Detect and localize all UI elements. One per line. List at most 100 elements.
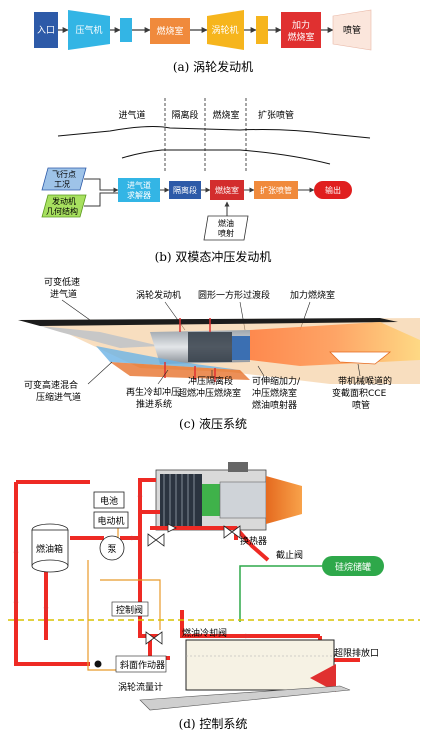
label-regen-ramjet-2: 推进系统	[136, 398, 172, 410]
leader-high-inlet	[87, 361, 113, 385]
label-scramjet-isolator-1: 冲压隔离段	[188, 375, 233, 387]
block-afterburner	[281, 12, 321, 48]
input-fuel-injection	[203, 215, 249, 241]
caption-d: (d) 控制系统	[179, 717, 248, 731]
region-nozzle: 扩张喷管	[258, 109, 294, 121]
label-low-speed-inlet-2: 进气道	[50, 288, 77, 300]
ramp-actuator-label: 斜面作动器	[120, 659, 165, 671]
label-extendable-3: 燃油喷射器	[252, 399, 297, 411]
label-afterburner: 加力燃烧室	[290, 289, 335, 301]
block-afterburner-label-2: 燃烧室	[287, 31, 314, 43]
input-engine-geometry-1: 发动机	[52, 196, 76, 206]
shutoff-valve-label: 截止阀	[276, 549, 303, 561]
leader-regen	[157, 369, 169, 385]
label-high-speed-inlet-2: 压缩进气道	[36, 391, 81, 403]
input-arrow-1	[84, 178, 119, 193]
block-turbine-label: 涡轮机	[211, 24, 238, 36]
label-turbine-engine: 涡轮发动机	[136, 289, 181, 301]
label-extendable-2: 冲压燃烧室	[252, 387, 297, 399]
block-nozzle-b-label: 扩张喷管	[260, 185, 292, 195]
block-nozzle	[332, 9, 372, 51]
block-output-label: 输出	[325, 185, 341, 195]
motor-box	[93, 511, 129, 529]
label-regen-ramjet-1: 再生冷却冲压	[126, 386, 180, 398]
ramp-actuator-box	[115, 655, 167, 673]
input-flight-condition	[41, 167, 87, 191]
block-afterburner-label-1: 加力	[292, 19, 310, 31]
label-extendable-1: 可伸缩加力/	[252, 375, 301, 387]
turbofan-icon	[155, 462, 302, 531]
block-turbine	[207, 10, 244, 50]
block-inlet-solver	[118, 178, 160, 202]
battery-label: 电池	[100, 495, 118, 507]
battery-box	[93, 491, 125, 509]
region-inlet: 进气道	[118, 109, 145, 121]
dump-port-label: 超限排放口	[334, 647, 379, 659]
dump-port-arrow	[310, 664, 336, 692]
turbine-flowmeter-label: 涡轮流量计	[118, 681, 163, 693]
silane-tank	[322, 556, 384, 576]
label-scramjet-isolator-2: 超燃冲压燃烧室	[178, 387, 241, 399]
block-combustor-b-label: 燃烧室	[215, 185, 239, 195]
panel-b-dual-mode-ramjet: 进气道 隔离段 燃烧室 扩张喷管 飞行点 工况 发动机 几何结构 进气道 求解器…	[41, 98, 371, 264]
control-valve-label: 控制阀	[116, 604, 143, 616]
block-combustor	[150, 18, 190, 44]
label-cce-nozzle-2: 变截面积CCE	[332, 387, 387, 399]
input-engine-geometry-2: 几何结构	[46, 206, 78, 216]
panel-a-turbine-engine: 入口 压气机 燃烧室 涡轮机 加力 燃烧室 喷管 (a) 涡轮发动机	[34, 9, 372, 74]
input-engine-geometry	[41, 194, 87, 218]
actuator-point	[94, 660, 102, 668]
fuel-tank-label: 燃油箱	[36, 543, 63, 555]
caption-b: (b) 双模态冲压发动机	[155, 249, 272, 264]
block-inlet-solver-2: 求解器	[127, 190, 151, 200]
input-fuel-injection-1: 燃油	[218, 218, 234, 228]
silane-tank-label: 硅烷储罐	[335, 561, 371, 573]
leader-low-inlet	[61, 299, 91, 321]
input-flight-condition-2: 工况	[54, 180, 70, 189]
caption-a: (a) 涡轮发动机	[173, 59, 253, 74]
block-spacer-2	[256, 16, 268, 44]
fuel-cooling-box	[185, 639, 335, 691]
tank-icon	[31, 523, 69, 573]
control-valve-box	[111, 601, 149, 617]
block-combustor-b	[210, 180, 244, 200]
block-compressor	[68, 10, 110, 50]
silane-line	[239, 565, 322, 622]
fuel-flow-arrows	[13, 491, 251, 639]
heat-exchanger-label: 换热器	[240, 535, 267, 547]
leader-cce	[357, 363, 361, 377]
motor-label: 电动机	[97, 515, 124, 527]
block-isolator	[169, 181, 201, 199]
input-flight-condition-1: 飞行点	[52, 169, 76, 179]
label-low-speed-inlet-1: 可变低速	[44, 276, 80, 288]
leader-extendable	[257, 365, 265, 377]
block-isolator-label: 隔离段	[173, 185, 197, 195]
block-inlet	[34, 12, 58, 48]
pump-icon	[99, 535, 125, 561]
scramjet-icon	[18, 318, 420, 384]
label-transition: 圆形一方形过渡段	[198, 289, 270, 301]
duct-upper-wall	[57, 126, 371, 139]
label-cce-nozzle-3: 喷管	[352, 399, 370, 411]
pump-label: 泵	[107, 544, 116, 555]
panel-d-control-system: 电池 电动机 燃油箱 泵 控制阀 换热器 截止阀 硅烷储罐	[8, 462, 420, 731]
block-output	[314, 181, 352, 199]
region-isolator: 隔离段	[171, 109, 198, 121]
block-inlet-label: 入口	[37, 25, 55, 36]
bottom-ramp	[139, 685, 351, 711]
label-high-speed-inlet-1: 可变高速混合	[24, 379, 78, 391]
panel-c-hydraulic-system: 可变低速 进气道 涡轮发动机 圆形一方形过渡段 加力燃烧室 可变高速混合	[18, 276, 420, 431]
block-inlet-solver-1: 进气道	[127, 180, 151, 190]
duct-lower-wall	[121, 149, 331, 165]
block-combustor-label: 燃烧室	[156, 25, 183, 37]
input-fuel-injection-2: 喷射	[218, 228, 234, 238]
block-nozzle-b	[254, 181, 298, 199]
fuel-cooling-valve-label: 燃油冷却阀	[182, 627, 227, 639]
caption-c: (c) 液压系统	[179, 416, 247, 431]
block-nozzle-label: 喷管	[343, 24, 361, 36]
block-spacer-1	[120, 18, 132, 42]
block-compressor-label: 压气机	[75, 24, 102, 36]
region-combustor: 燃烧室	[212, 109, 239, 121]
label-cce-nozzle-1: 带机械喉道的	[338, 375, 392, 387]
